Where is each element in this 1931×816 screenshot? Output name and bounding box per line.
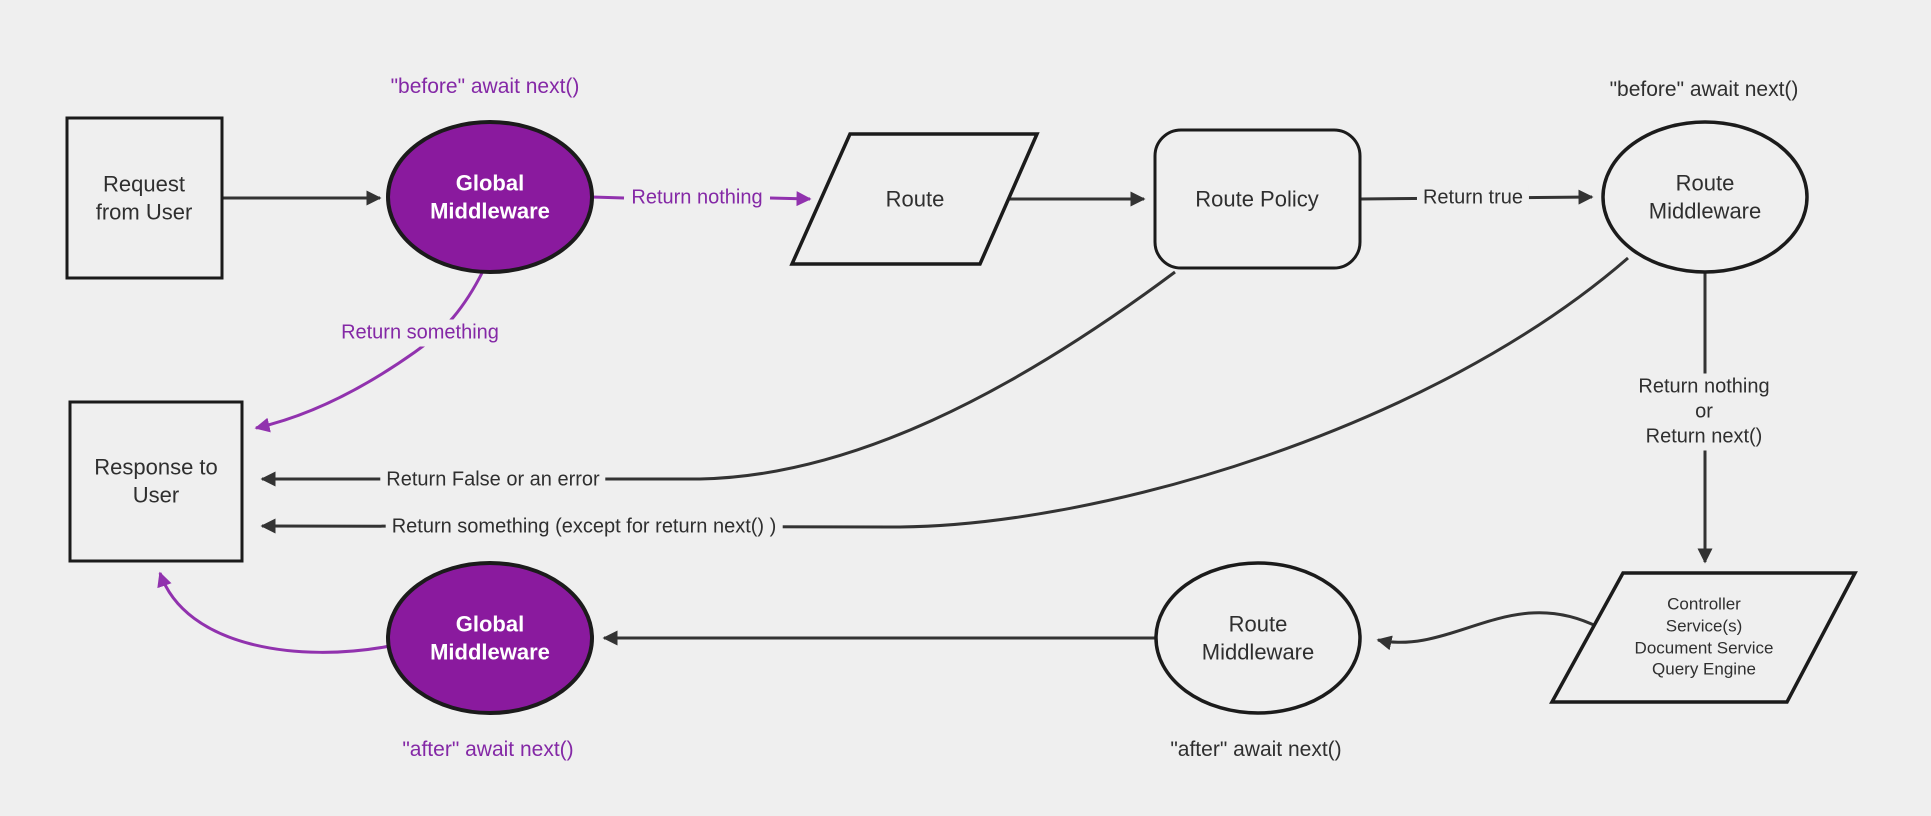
node-route xyxy=(789,132,1040,266)
before-await-next-global-label: "before" await next() xyxy=(390,74,580,98)
node-route-policy xyxy=(1153,128,1362,270)
after-await-next-route-label: "after" await next() xyxy=(1170,737,1342,761)
edge-route-policy-to-response xyxy=(260,270,1176,487)
edge-controller-to-route-middleware-bottom xyxy=(1376,611,1599,651)
node-route-middleware-bottom xyxy=(1154,561,1362,715)
controller-services-label: Controller Service(s) Document Service Q… xyxy=(1634,594,1774,679)
return-nothing-label: Return nothing xyxy=(625,184,769,212)
after-await-next-global-label: "after" await next() xyxy=(402,737,574,761)
response-to-user-label: Response to User xyxy=(94,454,218,508)
route-label: Route xyxy=(885,186,945,212)
node-controller-services xyxy=(1549,571,1858,704)
route-middleware-bottom-label: Route Middleware xyxy=(1201,611,1315,665)
global-middleware-bottom-label: Global Middleware xyxy=(430,611,550,665)
before-await-next-route-label: "before" await next() xyxy=(1609,77,1799,101)
return-something-except-label: Return something (except for return next… xyxy=(385,513,783,541)
edge-global-middleware-bottom-to-response xyxy=(157,571,391,654)
request-from-user-label: Request from User xyxy=(95,171,193,225)
node-route-middleware-top xyxy=(1601,120,1809,274)
route-middleware-top-label: Route Middleware xyxy=(1648,170,1762,224)
route-policy-label: Route Policy xyxy=(1195,186,1319,212)
return-false-or-error-label: Return False or an error xyxy=(380,466,606,494)
edge-global-middleware-to-response xyxy=(254,270,485,433)
global-middleware-top-label: Global Middleware xyxy=(430,170,550,224)
return-something-label: Return something xyxy=(335,319,505,347)
edge-route-middleware-to-response xyxy=(260,256,1629,534)
return-true-label: Return true xyxy=(1416,184,1530,212)
node-global-middleware-bottom xyxy=(386,561,594,715)
node-response-to-user xyxy=(68,400,244,563)
node-request-from-user xyxy=(65,116,224,280)
node-global-middleware-top xyxy=(386,120,594,274)
edge-global-middleware-to-route-arrow xyxy=(769,191,812,207)
return-nothing-or-next-label: Return nothing or Return next() xyxy=(1632,373,1776,451)
edge-global-middleware-to-route-segment xyxy=(591,195,625,200)
